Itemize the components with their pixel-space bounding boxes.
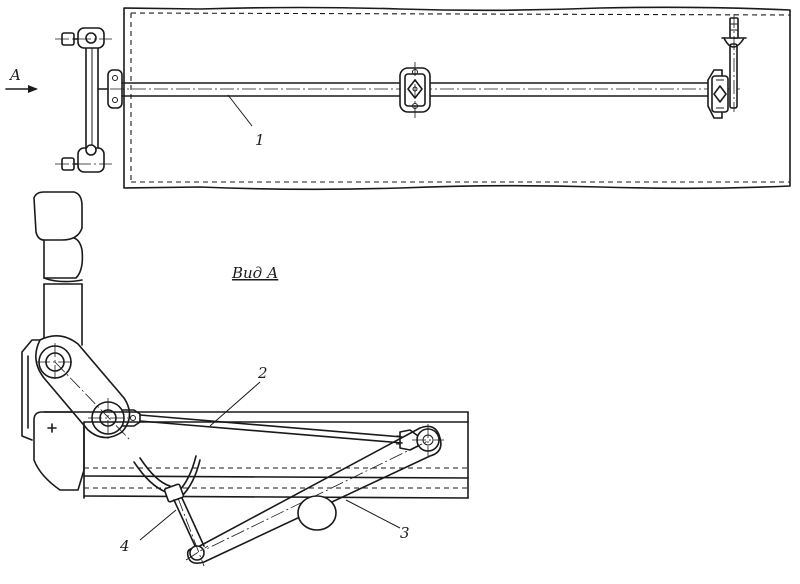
direction-arrow-head	[28, 85, 38, 93]
direction-label: A	[8, 66, 21, 84]
leader-3	[345, 499, 401, 529]
lever-hub	[297, 495, 337, 531]
label-2: 2	[257, 364, 268, 382]
leader-2	[209, 381, 261, 427]
label-1: 1	[255, 131, 265, 149]
rod-2	[139, 414, 403, 438]
left-linkage	[55, 27, 123, 173]
right-lever	[729, 43, 738, 109]
view-label: Вид А	[231, 264, 278, 282]
fork-4: 4	[119, 455, 209, 567]
leader-4	[139, 509, 177, 541]
panel-dashed-top	[130, 12, 791, 16]
middle-bearing	[399, 62, 431, 118]
right-fork	[723, 37, 745, 48]
side-view: 2 3 4	[21, 191, 469, 567]
clevis	[121, 409, 141, 427]
column	[43, 283, 83, 346]
upper-block	[33, 191, 83, 241]
leader-1	[227, 94, 253, 127]
top-view: A	[5, 6, 791, 191]
lever-3	[186, 425, 442, 564]
label-4: 4	[119, 537, 130, 555]
label-3: 3	[400, 524, 410, 542]
right-bearing	[707, 14, 747, 119]
base-block	[33, 411, 85, 491]
panel-outline	[123, 6, 791, 191]
